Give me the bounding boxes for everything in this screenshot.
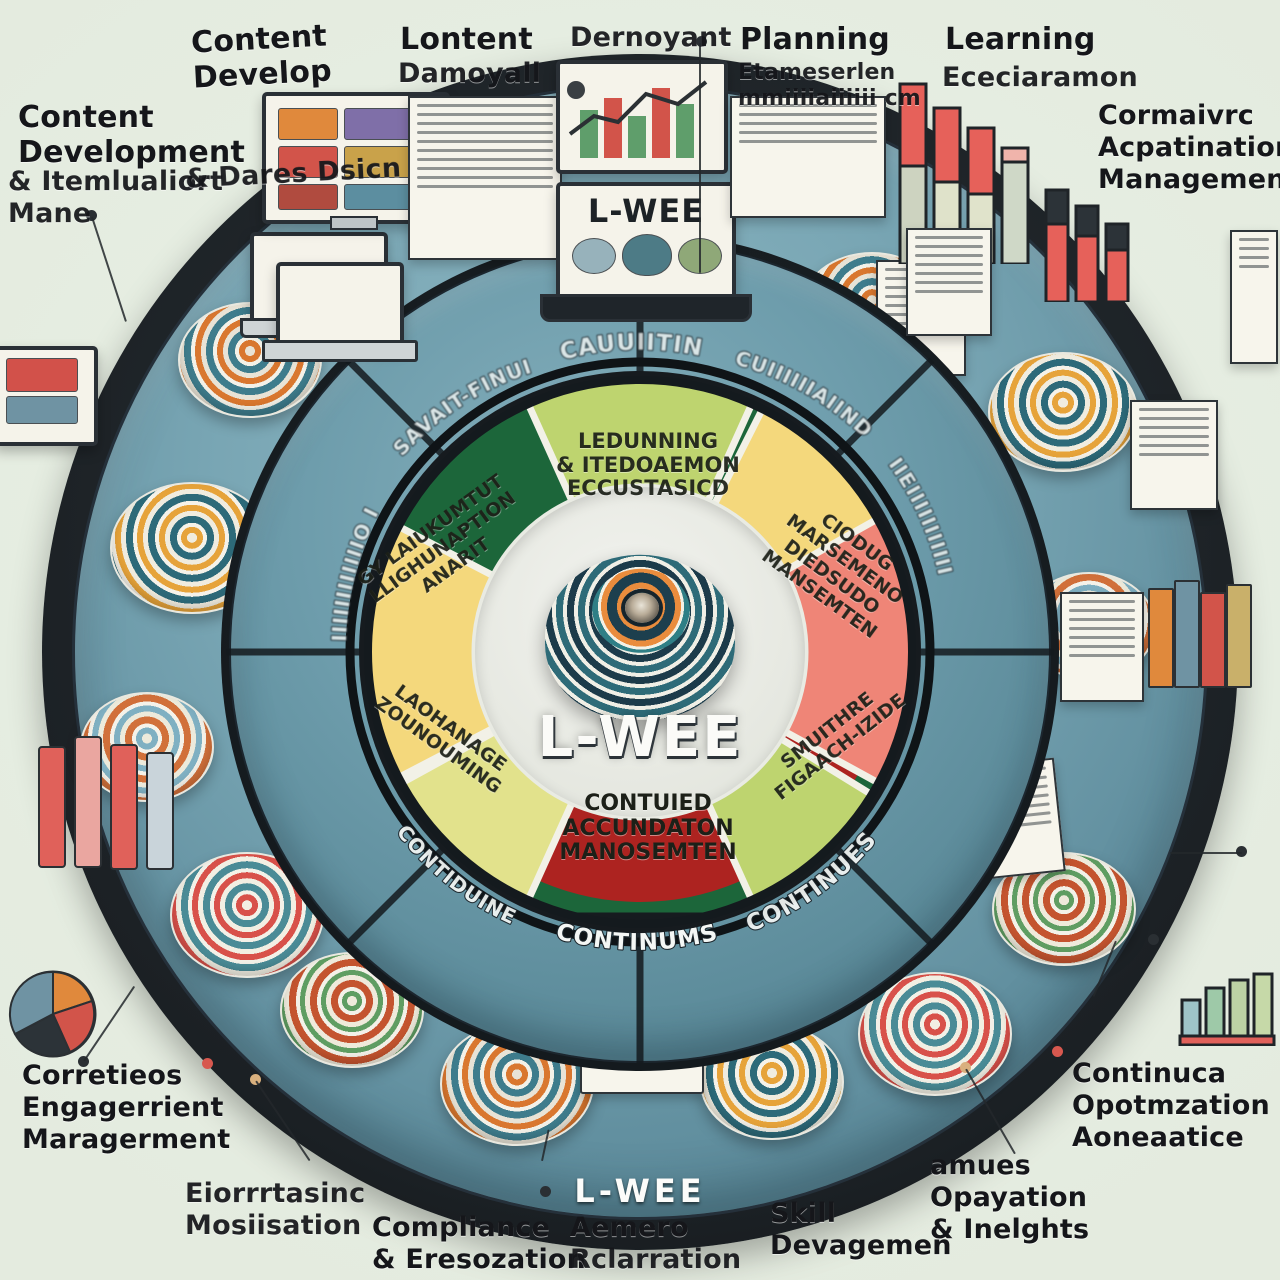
medallion-core-icon xyxy=(625,592,659,623)
lwee-laptop-screen: L-WEE xyxy=(556,182,736,302)
callout-content-delivery: Lontent xyxy=(400,22,533,57)
callout-content-development-1-sub: & Itemlualiort Mane xyxy=(8,166,224,229)
document-prop xyxy=(1060,592,1144,702)
callout-formative-monitoring: Eiorrrtasinc Mosiisation xyxy=(185,1178,366,1241)
pie-chart-icon xyxy=(8,970,97,1058)
report-prop xyxy=(1130,400,1218,510)
callout-engagement-management: Corretieos Engagerrient Maragerment xyxy=(22,1060,231,1155)
bar-chart-small-icon xyxy=(1044,188,1130,302)
callout-content-delivery-sub: Damoyall xyxy=(398,58,542,89)
bar-chart-bottom-right-icon xyxy=(1178,972,1276,1046)
center-logo-text: L-WEE xyxy=(537,705,743,770)
wedge-label-top: LEDUNNING & ITEDOAEMON ECCUSTASICD xyxy=(556,429,740,501)
pill-prop xyxy=(146,752,174,870)
outer-band-brand-text: L-WEE xyxy=(574,1172,706,1210)
chart-monitor-icon xyxy=(556,60,728,174)
callout-continuous-optimization: Continuca Opotmzation Aoneaatice xyxy=(1072,1058,1270,1153)
callout-learning-celebration-sub: Ececiaramon xyxy=(942,62,1138,93)
callout-learning-celebration: Learning xyxy=(945,22,1096,57)
monitor-stand xyxy=(330,216,378,230)
book-prop xyxy=(1226,584,1252,688)
laptop-screen-icon xyxy=(276,262,404,348)
book-prop xyxy=(1148,588,1174,688)
left-screen-prop xyxy=(0,346,98,446)
center-medallion xyxy=(545,554,735,735)
callout-planning-integration-sub: Etameserlen mmiiiiaiiiiii cm xyxy=(738,60,921,111)
callout-deployment: Dernoyant xyxy=(570,22,732,53)
callout-content-develop-design: Content Develop xyxy=(190,18,333,96)
laptop-base xyxy=(262,340,418,362)
strip-prop xyxy=(1230,230,1278,364)
poster-prop xyxy=(408,96,562,260)
callout-compliance-evaluation: Compliance & Eresozation xyxy=(372,1212,587,1275)
disc-prop xyxy=(988,352,1138,472)
wedge-label-bottom: CONTUIED ACCUNDATON MANOSEMTEN xyxy=(559,791,737,866)
callout-adaptation-management: Cormaivrc Acpatination Management xyxy=(1098,100,1280,195)
callout-planning-integration: Planning xyxy=(740,22,890,57)
pill-prop xyxy=(74,736,102,868)
book-prop xyxy=(1174,580,1200,688)
book-prop xyxy=(1200,592,1226,688)
pill-prop xyxy=(38,746,66,868)
callout-skill-development: Skill Devagemen xyxy=(770,1198,952,1261)
callout-assessment-evaluation: Aemero Rclarration xyxy=(570,1212,742,1275)
whiteboard-prop xyxy=(730,96,886,218)
callout-operation-insights: amues Opayation & Inelghts xyxy=(930,1150,1090,1245)
laptop-brand-text: L-WEE xyxy=(587,192,705,230)
line-chart-icon xyxy=(567,80,708,158)
callout-content-development-1: Content Development xyxy=(18,100,246,171)
laptop-keyboard xyxy=(540,294,752,322)
pill-prop xyxy=(110,744,138,870)
report-prop xyxy=(906,228,992,336)
